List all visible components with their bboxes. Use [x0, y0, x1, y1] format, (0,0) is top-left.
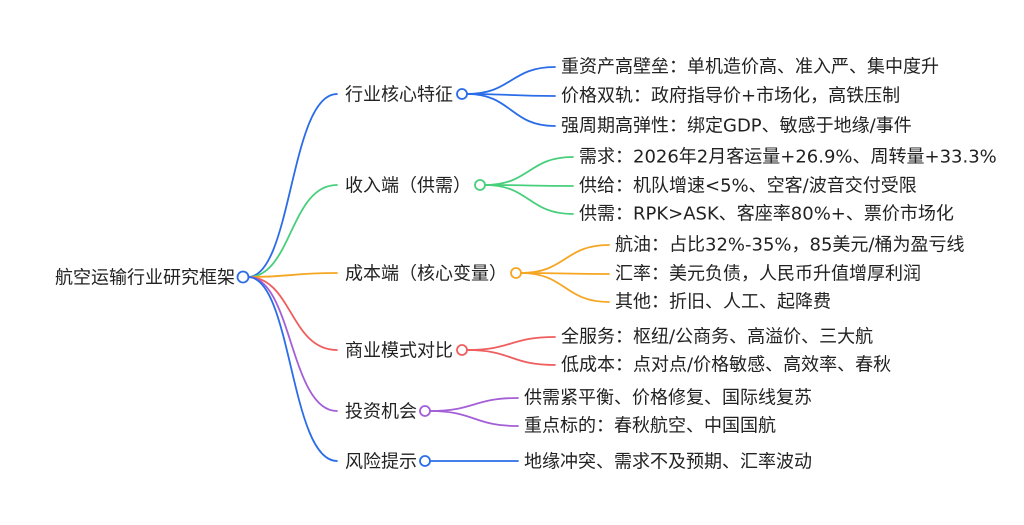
branch-label-risk: 风险提示	[345, 452, 417, 473]
leaf-label-heavy-assets: 重资产高壁垒：单机造价高、准入严、集中度升	[561, 57, 939, 78]
edge-root-to-risk	[247, 276, 338, 462]
leaf-label-supply: 供给：机队增速<5%、空客/波音交付受限	[579, 176, 917, 197]
leaf-label-jet-fuel: 航油：占比32%-35%，85美元/桶为盈亏线	[615, 235, 964, 256]
leaf-label-strong-cycle: 强周期高弹性：绑定GDP、敏感于地缘/事件	[561, 116, 912, 137]
edge-cost-child-3	[520, 272, 610, 303]
edge-revenue-child-1	[484, 156, 574, 186]
leaf-label-opportunities: 供需紧平衡、价格修复、国际线复苏	[524, 388, 812, 409]
edge-revenue-child-3	[484, 184, 574, 215]
branch-business-model: 商业模式对比 全服务：枢纽/公商务、高溢价、三大航 低成本：点对点/价格敏感、高…	[345, 327, 891, 376]
branch-cost: 成本端（核心变量） 航油：占比32%-35%，85美元/桶为盈亏线 汇率：美元负…	[345, 235, 964, 313]
leaf-label-exchange-rate: 汇率：美元负债，人民币升值增厚利润	[615, 264, 921, 285]
edge-root-to-revenue	[247, 184, 338, 278]
branch-revenue: 收入端（供需） 需求：2026年2月客运量+26.9%、周转量+33.3% 供给…	[345, 147, 997, 225]
branch-toggle-investment[interactable]	[419, 405, 431, 417]
leaf-label-demand: 需求：2026年2月客运量+26.9%、周转量+33.3%	[579, 147, 997, 168]
edge-business-model-child-2	[466, 349, 556, 366]
leaf-label-key-targets: 重点标的：春秋航空、中国国航	[524, 416, 776, 437]
branch-toggle-industry-features[interactable]	[456, 88, 468, 100]
edge-root-to-business-model	[247, 276, 338, 351]
edge-industry-features-child-1	[466, 66, 556, 95]
branch-label-business-model: 商业模式对比	[345, 341, 453, 362]
leaf-label-low-cost: 低成本：点对点/价格敏感、高效率、春秋	[561, 355, 891, 376]
edge-root-to-cost	[247, 272, 338, 278]
edge-industry-features-child-3	[466, 93, 556, 127]
edge-root-to-investment	[247, 276, 338, 412]
leaf-label-full-service: 全服务：枢纽/公商务、高溢价、三大航	[561, 327, 873, 348]
leaf-label-risks: 地缘冲突、需求不及预期、汇率波动	[524, 452, 812, 473]
branch-label-revenue: 收入端（供需）	[345, 176, 471, 197]
root-edges	[247, 93, 338, 462]
branch-toggle-cost[interactable]	[510, 267, 522, 279]
root-node: 航空运输行业研究框架	[55, 268, 250, 289]
leaf-label-other-costs: 其他：折旧、人工、起降费	[615, 292, 831, 313]
edge-investment-child-1	[429, 397, 519, 412]
root-label: 航空运输行业研究框架	[55, 268, 235, 289]
branch-toggle-business-model[interactable]	[456, 344, 468, 356]
branch-label-industry-features: 行业核心特征	[345, 85, 453, 106]
edge-cost-child-1	[520, 244, 610, 274]
branch-toggle-risk[interactable]	[419, 455, 431, 467]
edge-investment-child-2	[429, 410, 519, 427]
leaf-label-dual-pricing: 价格双轨：政府指导价+市场化，高铁压制	[561, 86, 900, 107]
branch-risk: 风险提示 地缘冲突、需求不及预期、汇率波动	[345, 452, 812, 473]
branch-industry-features: 行业核心特征 重资产高壁垒：单机造价高、准入严、集中度升 价格双轨：政府指导价+…	[345, 57, 939, 137]
branch-label-investment: 投资机会	[345, 402, 417, 423]
branch-toggle-revenue[interactable]	[474, 179, 486, 191]
leaf-label-supply-demand: 供需：RPK>ASK、客座率80%+、票价市场化	[579, 204, 954, 225]
edge-business-model-child-1	[466, 336, 556, 351]
edge-root-to-industry-features	[247, 93, 338, 278]
branch-investment: 投资机会 供需紧平衡、价格修复、国际线复苏 重点标的：春秋航空、中国国航	[345, 388, 812, 437]
branch-label-cost: 成本端（核心变量）	[345, 264, 507, 285]
root-toggle[interactable]	[236, 270, 250, 284]
